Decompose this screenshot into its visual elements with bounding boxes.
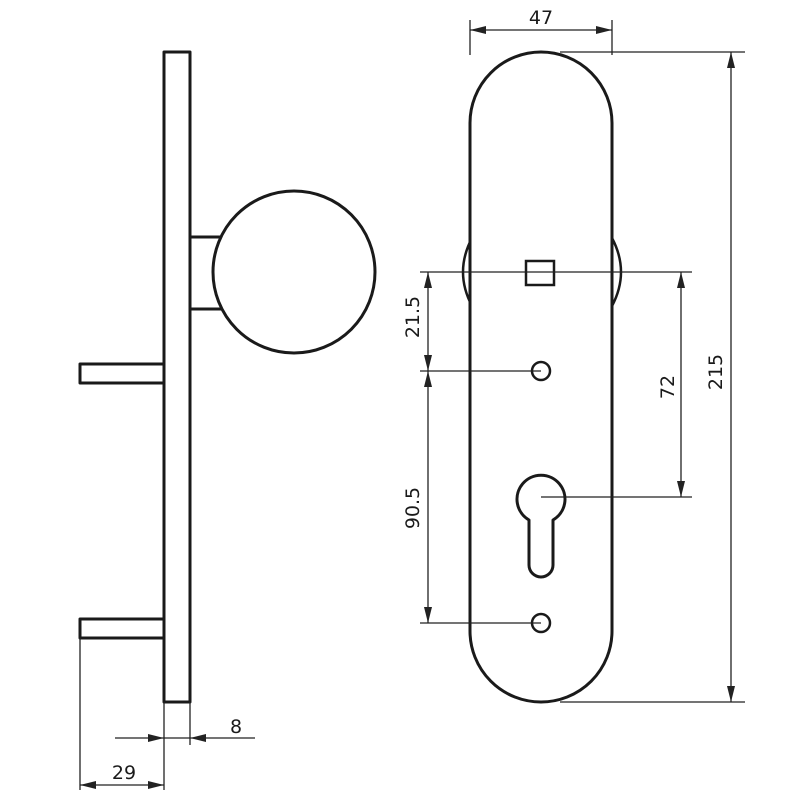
dim-spindle-cylinder-label: 72 <box>657 375 679 399</box>
upper-screw <box>78 362 166 385</box>
dim-height-label: 215 <box>705 354 727 390</box>
dim-offset-label: 29 <box>112 762 136 784</box>
dimension-labels: 47 215 21.5 90.5 72 8 29 <box>112 7 727 784</box>
side-view <box>78 50 377 704</box>
dim-hole-spacing-label: 90.5 <box>402 487 424 529</box>
knob <box>211 189 377 355</box>
dimension-lines <box>79 20 745 790</box>
front-view <box>461 50 623 704</box>
cylinder-hole <box>515 473 567 579</box>
dim-spindle-hole-label: 21.5 <box>402 296 424 338</box>
side-plate <box>162 50 192 704</box>
lower-screw <box>78 617 166 640</box>
dim-thickness-label: 8 <box>230 716 242 738</box>
dim-width-label: 47 <box>529 7 553 29</box>
spindle-square <box>524 259 556 287</box>
